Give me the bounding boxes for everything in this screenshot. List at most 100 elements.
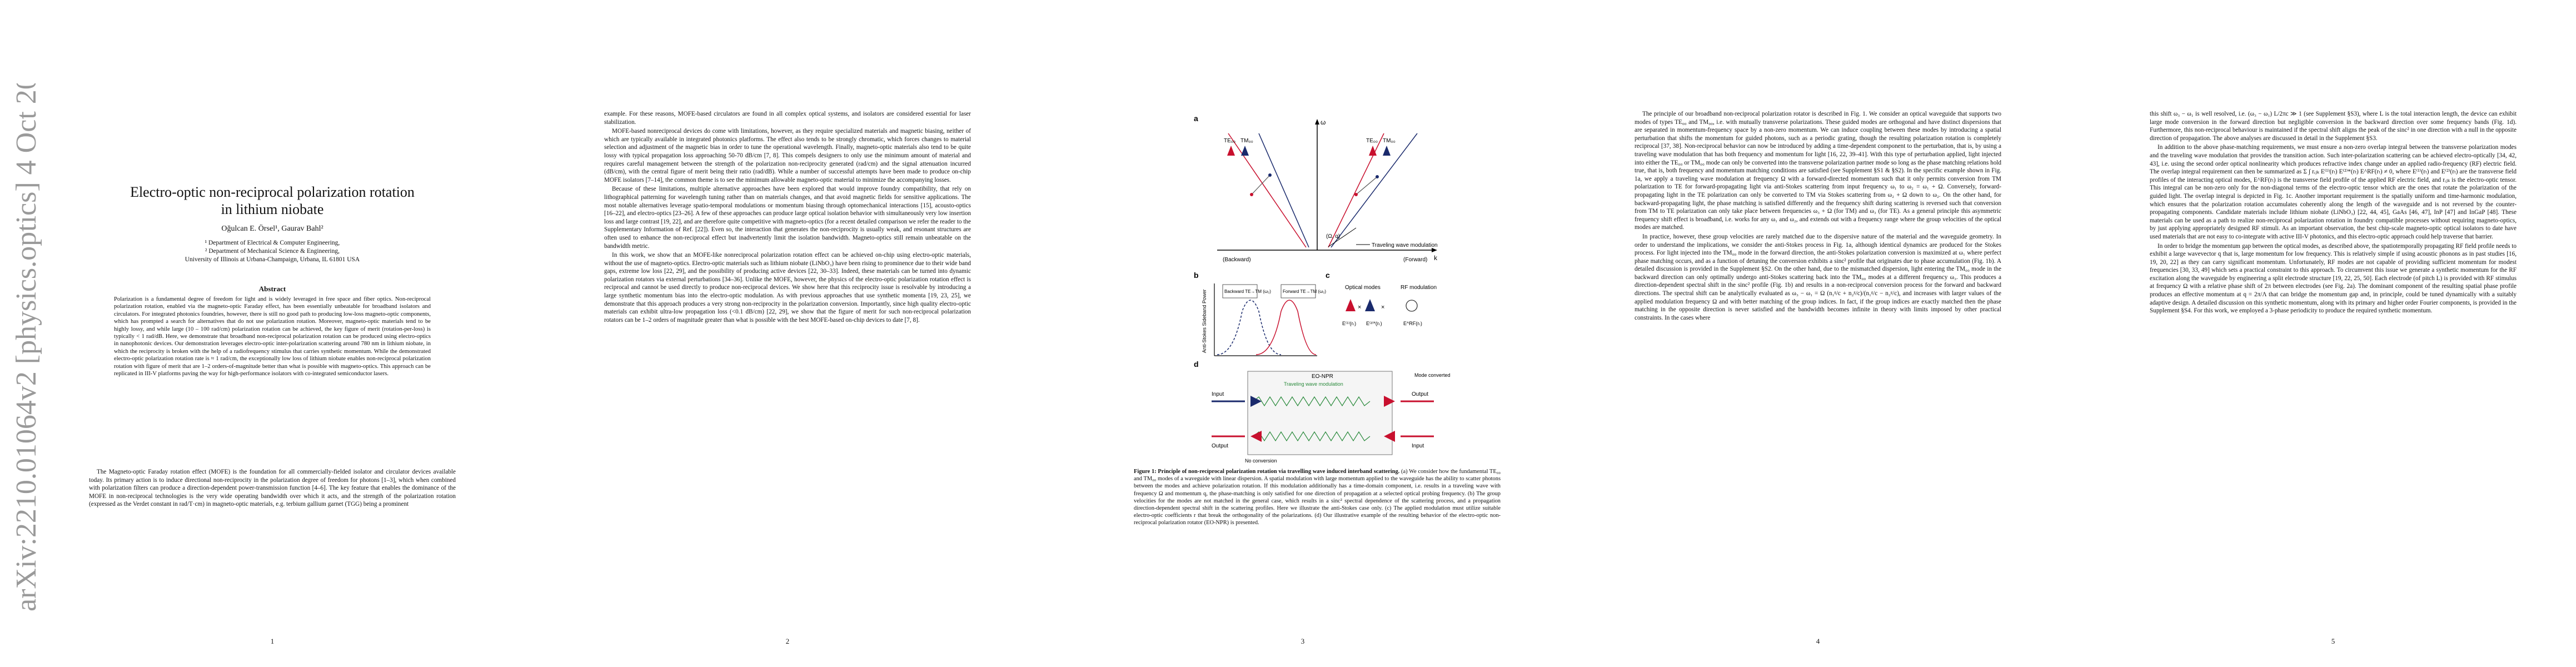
tm-mode-icon [1241,146,1249,156]
modulation-wave-top [1253,396,1371,407]
tm00-label: TM₀₀ [1383,138,1396,144]
paragraph: In addition to the above phase-matching … [2150,144,2517,240]
paragraph: MOFE-based nonreciprocal devices do come… [604,128,971,183]
body-column: this shift ω₃ − ω₁ is well resolved, i.e… [2150,110,2517,316]
tm-mode-icon [1383,146,1391,156]
paragraph: In practice, however, these group veloci… [1635,233,2001,321]
input-forward-icon [1250,396,1262,407]
figure-1-caption: Figure 1: Principle of non-reciprocal po… [1134,468,1501,527]
panel-b-label: b [1194,271,1199,280]
modulation-wave-bottom [1253,431,1371,442]
arxiv-stamp-text: arXiv:2210.01064v2 [physics.optics] 4 Oc… [11,83,42,611]
panel-c-label: c [1326,271,1330,280]
paragraph: In order to bridge the momentum gap betw… [2150,242,2517,315]
page-number: 5 [2331,637,2335,645]
figure-1: a ω k TE₀₀ TM₀₀ TE₀₀ TM₀₀ (Ω, q) Traveli… [1194,114,1451,464]
d-input-label: Input [1212,391,1224,397]
omega-q-label: (Ω, q) [1326,233,1340,240]
omega-axis-label: ω [1321,118,1326,126]
c-e1-label: Ε⁽¹⁾(rₜ) [1342,321,1356,326]
caption-body: (a) We consider how the fundamental TE₀₀… [1134,469,1501,526]
page-5: this shift ω₃ − ω₁ is well resolved, i.e… [2083,0,2576,667]
title-line-1: Electro-optic non-reciprocal polarizatio… [130,184,415,200]
scatter-point [1268,173,1272,177]
abstract-text: Polarization is a fundamental degree of … [114,296,431,377]
paragraph: In this work, we show that an MOFE-like … [604,252,971,323]
tm00-label: TM₀₀ [1240,138,1253,144]
d-mode-converted-label: Mode converted (+Ω) [1414,372,1451,378]
omega-axis-arrow [1315,119,1319,125]
affiliations: ¹ Department of Electrical & Computer En… [89,239,456,264]
e2-mode-icon [1365,299,1375,311]
authors: Oğulcan E. Örsel¹, Gaurav Bahl² [221,225,323,233]
te-mode-icon [1227,146,1235,156]
c-erf-label: Ε^RF(rₜ) [1403,321,1422,326]
twm-label: Traveling wave modulation [1284,381,1343,387]
paragraph: example. For these reasons, MOFE-based c… [604,111,971,126]
te-mode-icon [1369,146,1377,156]
b-legend-forward [1280,284,1316,298]
output-backward-icon [1250,431,1262,442]
panel-a-label: a [1194,114,1198,123]
times-symbol: × [1358,304,1361,311]
forward-label: (Forward) [1403,257,1427,263]
b-backward-label: Backward TE→TM (ω₂) [1224,289,1271,294]
k-axis-label: k [1434,254,1438,262]
d-output-label: Output [1412,391,1428,397]
te00-label: TE₀₀ [1366,138,1378,144]
abstract-heading: Abstract [258,285,286,293]
page-1: Electro-optic non-reciprocal polarizatio… [22,0,522,667]
affiliation-1: ¹ Department of Electrical & Computer En… [205,240,340,246]
page-4: The principle of our broadband non-recip… [1568,0,2068,667]
rf-rotation-icon [1406,300,1418,312]
eonpr-label: EO-NPR [1312,374,1333,380]
page-3: 3 [1053,0,1553,667]
te00-label: TE₀₀ [1224,138,1235,144]
paragraph: this shift ω₃ − ω₁ is well resolved, i.e… [2150,111,2517,142]
title-line-2: in lithium niobate [221,201,324,217]
page-number: 2 [785,637,790,645]
page-number: 4 [1816,637,1820,645]
modulation-arrow [1356,176,1378,195]
arxiv-stamp: arXiv:2210.01064v2 [physics.optics] 4 Oc… [11,83,42,611]
tm-backward-dispersion [1258,133,1309,248]
c-optical-label: Optical modes [1345,285,1381,291]
input-backward-icon [1384,431,1395,442]
b-y-label: Anti-Stokes Sideband Power [1202,289,1207,353]
traveling-wave-label: Traveling wave modulation [1372,242,1438,248]
forward-sinc-curve [1255,300,1317,355]
modulation-arrow [1251,175,1270,195]
caption-title: Figure 1: Principle of non-reciprocal po… [1134,469,1400,475]
panel-d-label: d [1194,360,1199,369]
scatter-point [1250,193,1253,196]
body-column: example. For these reasons, MOFE-based c… [604,110,971,325]
c-e2-label: Ε⁽²⁾*(rₜ) [1366,321,1382,326]
b-forward-label: Forward TE→TM (ω₂) [1283,289,1326,294]
page-number: 1 [270,637,275,645]
backward-label: (Backward) [1223,257,1251,263]
wave-vector-arrow [1328,227,1357,247]
body-column: The principle of our broadband non-recip… [1635,110,2001,323]
times-symbol: × [1381,304,1384,311]
page-number: 3 [1301,637,1305,645]
d-no-conversion-label: No conversion [1245,458,1277,464]
paragraph: The principle of our broadband non-recip… [1635,111,2001,231]
te-backward-dispersion [1228,133,1307,248]
output-forward-icon [1384,396,1395,407]
affiliation-3: University of Illinois at Urbana-Champai… [185,256,360,263]
d-input-label: Input [1412,443,1424,449]
scatter-point [1376,175,1379,178]
tm-forward-dispersion [1331,133,1418,248]
d-output-label: Output [1212,443,1228,449]
c-rf-label: RF modulation [1401,285,1437,291]
affiliation-2: ² Department of Mechanical Science & Eng… [205,248,340,255]
k-axis-arrow [1432,248,1437,252]
backward-sinc-curve [1217,300,1282,355]
page-2: example. For these reasons, MOFE-based c… [537,0,1038,667]
paragraph: Because of these limitations, multiple a… [604,186,971,250]
paper-title: Electro-optic non-reciprocal polarizatio… [89,183,456,218]
b-legend-backward [1222,284,1258,298]
scatter-point [1354,193,1358,196]
intro-paragraph: The Magneto-optic Faraday rotation effec… [89,469,456,508]
e1-mode-icon [1346,299,1356,311]
